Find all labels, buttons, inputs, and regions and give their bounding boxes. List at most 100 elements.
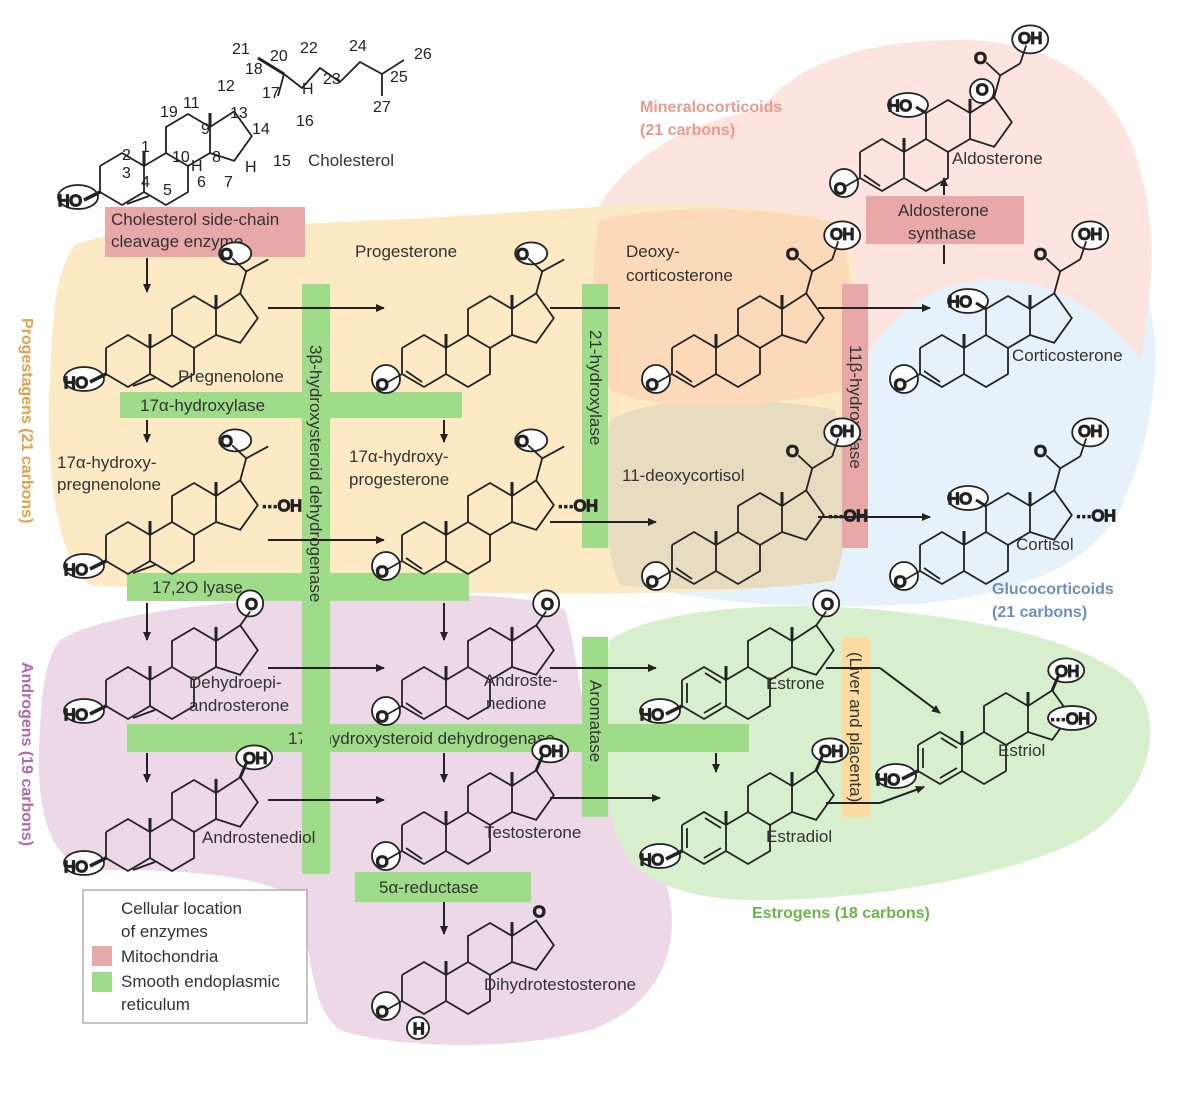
ketone-highlight <box>829 168 859 198</box>
cnum-18: 18 <box>245 61 263 78</box>
liver-label: (Liver and placenta) <box>846 652 865 802</box>
double-bond-5-6 <box>132 377 156 387</box>
c17-ketone-label: O <box>541 596 553 613</box>
c17-ketone-bond <box>535 610 547 626</box>
ring-bond <box>445 520 491 576</box>
c3-bond <box>665 704 683 716</box>
ring-bond <box>903 137 949 193</box>
hsd17b-box <box>127 724 749 752</box>
aldosterone-name: Aldosterone <box>952 149 1043 168</box>
c3-ketone-label: O <box>894 377 906 394</box>
cnum-2: 2 <box>122 147 131 164</box>
ketone-highlight <box>514 241 549 266</box>
ring-bond <box>715 333 761 389</box>
c20-c21 <box>541 445 565 460</box>
cholesterol-name: Cholesterol <box>308 151 394 170</box>
c17-ketone-label: O <box>821 596 833 613</box>
ring-bond <box>215 776 259 828</box>
ketone-highlight <box>371 991 401 1021</box>
arrow-estradiol-estriol-2 <box>879 785 925 804</box>
ketone-highlight <box>641 364 671 394</box>
cnum-10: 10 <box>172 149 190 166</box>
cholesterol-numbering: 1 2 3 4 5 6 7 8 9 10 11 12 13 14 15 16 1… <box>122 38 432 199</box>
ring-bond <box>467 921 513 976</box>
cnum-1: 1 <box>141 139 150 156</box>
legend-frame <box>82 889 308 1024</box>
c17-alpha-hydroxyl-label: ···OH <box>828 508 868 525</box>
hsd3b-box <box>302 284 330 874</box>
ring-bond <box>781 489 825 541</box>
c18-aldehyde-label: O <box>976 82 988 99</box>
ring-bond <box>445 665 491 721</box>
double-bond-5-6 <box>132 564 156 574</box>
c17-c20 <box>993 75 1002 98</box>
ring-bond <box>149 817 195 873</box>
c3-ketone-bond <box>387 705 403 715</box>
estradiol-name: Estradiol <box>766 827 832 846</box>
hydroxyl-highlight <box>947 485 989 511</box>
liver-box <box>842 637 870 817</box>
c20-ketone-label: O <box>1034 443 1046 460</box>
progestagens-label: Progestagens (21 carbons) <box>18 318 35 523</box>
ring-bond <box>215 292 259 344</box>
molecule-layer: HOHOOOOOOOHOOOHHOOOOHHOOHOO···OHOO···OHO… <box>57 24 1117 1040</box>
c17-alpha-hydroxyl-label: ···OH <box>558 498 598 515</box>
c3-bond <box>89 559 107 571</box>
c3-bond <box>89 704 107 716</box>
c3-ketone-label: O <box>376 377 388 394</box>
double-bond-5-6 <box>126 195 150 205</box>
aromatic-bond <box>703 702 722 714</box>
c5-alpha-h-label: H <box>413 1021 425 1038</box>
c20-c21 <box>811 258 833 273</box>
androstenediol-name: Androstenediol <box>202 828 315 847</box>
ring-bond <box>445 960 491 1016</box>
c11-hydroxyl-label: HO <box>948 294 972 311</box>
testosterone-structure: OOH <box>371 737 570 872</box>
c17-oh-bond <box>534 755 544 771</box>
c3-ketone-label: O <box>834 181 846 198</box>
side-chain <box>277 59 405 97</box>
c3-hydroxyl-label: HO <box>64 562 88 579</box>
c17-alpha-hydroxyl-label: ···OH <box>262 498 302 515</box>
cnum-6: 6 <box>197 174 206 191</box>
c20-ketone-label: O <box>786 443 798 460</box>
c20-c21 <box>1059 258 1081 273</box>
aldosterone-synthase-label-2: synthase <box>908 224 976 243</box>
cnum-15: 15 <box>273 153 291 170</box>
hydroxylase21-box <box>582 284 608 548</box>
dht-c17-oxygen-label: O <box>533 904 545 921</box>
ring-bond <box>143 151 189 207</box>
hydroxyl-highlight <box>1071 220 1110 251</box>
c20-ketone <box>1045 454 1061 470</box>
c20-ketone <box>985 61 1001 77</box>
c3-ketone-bond <box>905 373 921 383</box>
hydroxyl-highlight <box>1071 417 1110 448</box>
c3-hydroxyl-label: HO <box>64 707 88 724</box>
c11-oh-bond <box>915 105 927 115</box>
ring-bond <box>725 810 771 866</box>
testosterone-name: Testosterone <box>484 823 581 842</box>
aldosterone-synthase-box <box>866 196 1024 244</box>
legend-title-2: of enzymes <box>121 922 208 941</box>
legend-mito-label: Mitochondria <box>121 947 219 966</box>
hydroxyl-highlight <box>823 417 862 448</box>
c3-ketone-bond <box>387 560 403 570</box>
cnum-25: 25 <box>390 69 408 86</box>
cholesterol-h14: H <box>245 159 257 176</box>
c3-ketone-bond <box>387 850 403 860</box>
ring-bond <box>511 292 555 344</box>
c17-hydroxyl-label: OH <box>819 743 843 760</box>
androstenedione-structure: OO <box>371 589 561 727</box>
cnum-5: 5 <box>163 182 172 199</box>
cnum-26: 26 <box>414 46 432 63</box>
ketone-highlight <box>218 241 253 266</box>
group-labels: Progestagens (21 carbons) Androgens (19 … <box>18 99 1114 922</box>
c20-ketone <box>797 257 813 273</box>
c11-hydroxyl-label: HO <box>888 98 912 115</box>
ring-bond <box>467 481 513 536</box>
c3-ketone-bond <box>387 1000 403 1010</box>
